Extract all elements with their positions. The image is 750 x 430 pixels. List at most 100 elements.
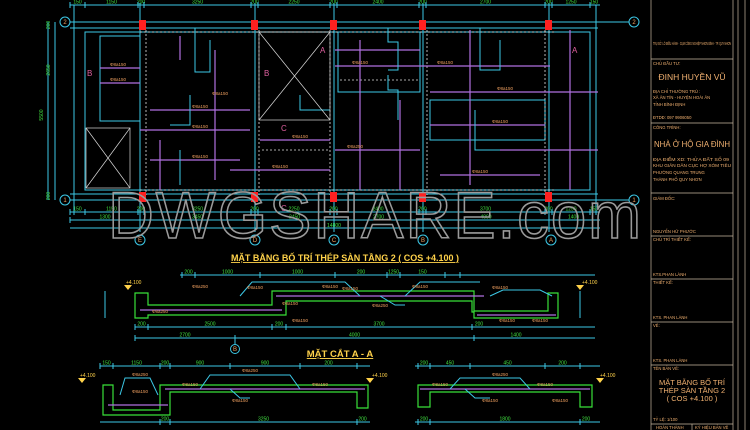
dimension-label: 4000 bbox=[349, 333, 360, 339]
rebar-label: Φ8a150 bbox=[352, 60, 369, 65]
rebar-label: Φ8a150 bbox=[537, 382, 554, 387]
drafter-name: KTS. PHAN LÀNH bbox=[653, 358, 687, 363]
svg-text:E: E bbox=[138, 238, 142, 244]
dimension-label: 200 bbox=[250, 207, 259, 213]
svg-text:C: C bbox=[332, 238, 337, 244]
lower-section-rebar-labels: Φ8a250Φ8a150Φ8a150Φ8a250Φ8a150Φ8a150Φ8a2… bbox=[132, 368, 569, 403]
dimension-label: 1250 bbox=[565, 0, 576, 6]
floor-plan: A A B B C C Φ8a150Φ8a150Φ8a150Φ8a150Φ8a1… bbox=[39, 0, 640, 246]
dimension-label: 3700 bbox=[373, 322, 384, 328]
axis-bubble-e: E bbox=[134, 234, 146, 246]
level-mark-left: +4.100 bbox=[124, 280, 142, 290]
completed-label: HOÀN THÀNH bbox=[656, 425, 684, 430]
svg-text:B: B bbox=[233, 347, 237, 353]
column bbox=[330, 192, 337, 202]
dimension-label: 2400 bbox=[372, 207, 383, 213]
columns bbox=[139, 20, 552, 202]
dimension-label: 1250 bbox=[388, 270, 399, 276]
svg-text:D: D bbox=[253, 238, 258, 244]
void-opening bbox=[258, 31, 331, 121]
rebar-label: Φ8a150 bbox=[497, 86, 514, 91]
beams-walls bbox=[84, 30, 591, 195]
dimension-label: 200 bbox=[137, 322, 146, 328]
section-title: MẶT CẮT A - A bbox=[307, 349, 374, 360]
rebar-label: Φ8a150 bbox=[482, 398, 499, 403]
rebar-label: Φ8a150 bbox=[472, 169, 489, 174]
rebar-label: Φ8a150 bbox=[292, 134, 309, 139]
rebar-labels: Φ8a150Φ8a150Φ8a150Φ8a150Φ8a150Φ8a150Φ8a1… bbox=[110, 60, 514, 174]
owner-label: CHỦ ĐẦU TƯ: bbox=[653, 61, 680, 66]
rebar-label: Φ8a150 bbox=[232, 398, 249, 403]
drawing-name-label: TÊN BẢN VẼ: bbox=[653, 366, 679, 371]
dimension-label: 1150 bbox=[131, 361, 142, 367]
dimension-label: 1400 bbox=[510, 333, 521, 339]
rebar-label: Φ8a150 bbox=[110, 62, 127, 67]
svg-text:2: 2 bbox=[63, 20, 67, 26]
axis-bubble-c: C bbox=[328, 234, 340, 246]
dimension-label: 4000 bbox=[480, 215, 491, 221]
rebar-label: Φ8a150 bbox=[282, 301, 299, 306]
rebar-label: Φ8a150 bbox=[192, 104, 209, 109]
rebar-label: Φ8a150 bbox=[272, 164, 289, 169]
rebar-label: Φ8a150 bbox=[432, 382, 449, 387]
site-line: THÀNH PHỐ QUY NHƠN bbox=[653, 177, 702, 182]
plan-title: MẶT BẰNG BỐ TRÍ THÉP SÀN TẦNG 2 ( COS +4… bbox=[231, 252, 459, 263]
scale: TỶ LỆ: 1/100 bbox=[653, 417, 678, 422]
column bbox=[251, 192, 258, 202]
dimension-label: 200 bbox=[357, 270, 366, 276]
dimension-label: 2400 bbox=[372, 0, 383, 6]
svg-text:+4.100: +4.100 bbox=[582, 280, 598, 286]
dimension-label: 200 bbox=[250, 0, 259, 6]
rebar-label: Φ8a150 bbox=[212, 91, 229, 96]
level-mark: +4.100 bbox=[372, 373, 388, 379]
site-line: PHƯỜNG QUANG TRUNG bbox=[653, 170, 705, 175]
dimension-label: 200 bbox=[544, 0, 553, 6]
section-mark: C bbox=[281, 124, 287, 133]
rebar-label: Φ8a150 bbox=[552, 398, 569, 403]
drawing-name: MẶT BẰNG BỐ TRÍ bbox=[659, 377, 726, 387]
rebar-label: Φ8a250 bbox=[347, 144, 364, 149]
axis-bubble-b: B bbox=[417, 234, 429, 246]
svg-text:2: 2 bbox=[632, 20, 636, 26]
dimension-label: 3250 bbox=[192, 207, 203, 213]
dimension-label: 1300 bbox=[99, 215, 110, 221]
level-mark-right: +4.100 bbox=[576, 280, 598, 290]
axis-bubbles: 2 2 1 1 E D C B A bbox=[59, 16, 640, 246]
section-mark: C bbox=[281, 204, 287, 213]
dimension-label: 200 bbox=[418, 207, 427, 213]
dimension-label: 200 bbox=[46, 21, 52, 30]
dimension-label: 200 bbox=[418, 0, 427, 6]
dimension-label: 150 bbox=[102, 361, 111, 367]
rebar-label: Φ8a150 bbox=[312, 382, 329, 387]
chief-name: KTS.PHAN LÀNH bbox=[653, 272, 686, 277]
dimension-label: 3450 bbox=[192, 215, 203, 221]
dimension-label: 2700 bbox=[373, 215, 384, 221]
rebar-label: Φ8a150 bbox=[492, 119, 509, 124]
site-line: KHU GIÃN DÂN CỤC HỢ XÓM TIÊU bbox=[653, 163, 731, 168]
dimension-label: 200 bbox=[582, 417, 591, 423]
dimension-label: 200 bbox=[358, 417, 367, 423]
dimension-label: 900 bbox=[261, 361, 270, 367]
dimension-label: 200 bbox=[329, 207, 338, 213]
rebar-label: Φ8a250 bbox=[152, 309, 169, 314]
dimension-label: 200 bbox=[161, 361, 170, 367]
axis-bubble-1-right: 1 bbox=[605, 194, 640, 206]
dimension-label: 450 bbox=[503, 361, 512, 367]
dimension-label: 150 bbox=[590, 0, 599, 6]
dimension-label: 200 bbox=[475, 322, 484, 328]
column bbox=[251, 20, 258, 30]
svg-text:A: A bbox=[549, 238, 553, 244]
rebar-label: Φ8a150 bbox=[247, 285, 264, 290]
level-mark: +4.100 bbox=[80, 373, 96, 379]
sheet-label: KÝ HIỆU BẢN VẼ bbox=[695, 425, 728, 430]
section-lower-right: +4.100 bbox=[415, 365, 616, 423]
dimension-label: 200 bbox=[137, 207, 146, 213]
address-line: TỈNH BÌNH ĐỊNH bbox=[653, 102, 685, 107]
dimension-label: 450 bbox=[446, 361, 455, 367]
chief-label: CHỦ TRÌ THIẾT KẾ: bbox=[653, 237, 691, 242]
rebar-label: Φ8a150 bbox=[192, 154, 209, 159]
rebar-label: Φ8a150 bbox=[132, 389, 149, 394]
